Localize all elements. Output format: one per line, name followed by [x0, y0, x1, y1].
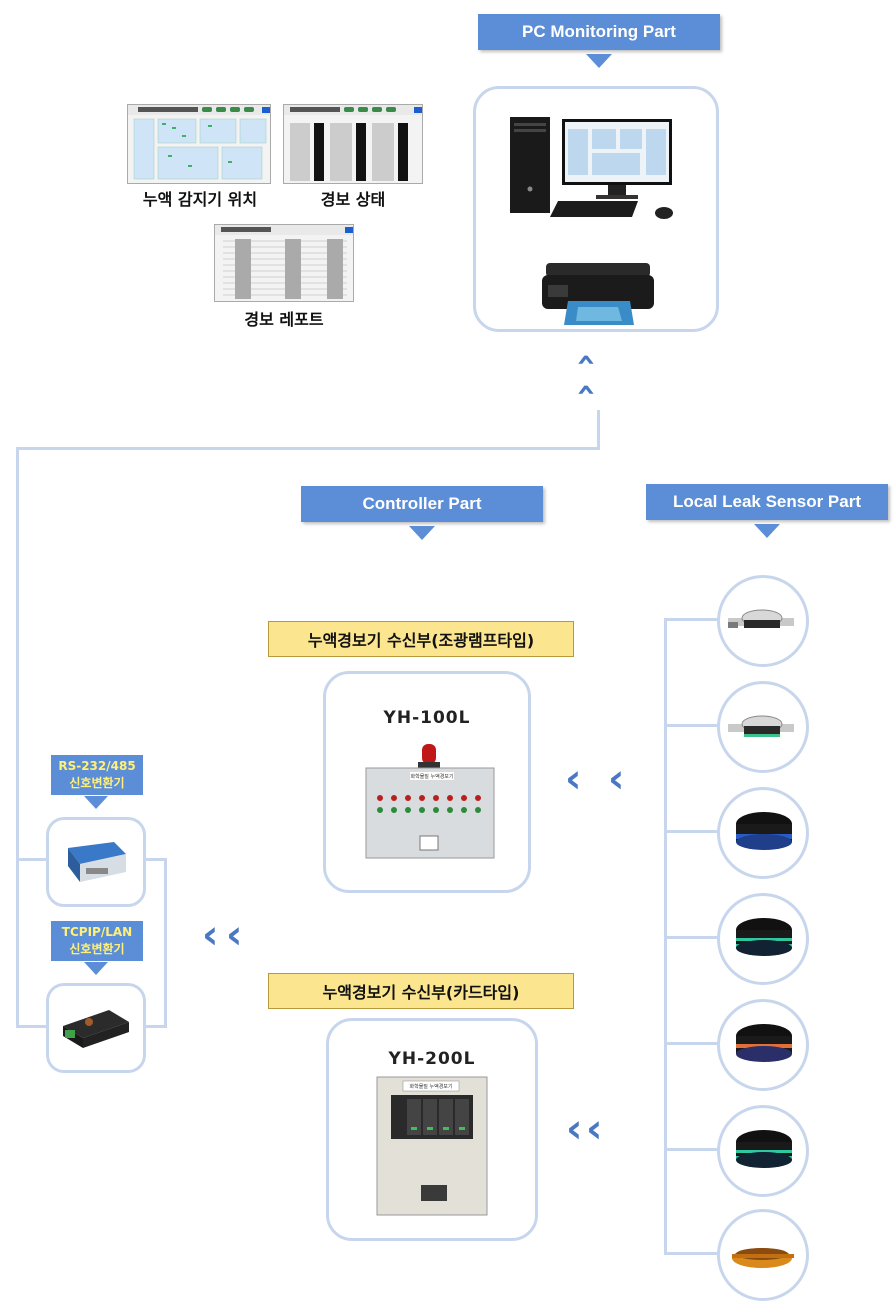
converter-1-label-line1: RS-232/485 — [58, 759, 136, 773]
receiver-1-label: 누액경보기 수신부(조광램프타입) — [268, 621, 574, 657]
sensor-7 — [717, 1209, 809, 1301]
receiver-2-label: 누액경보기 수신부(카드타입) — [268, 973, 574, 1009]
connector-line — [16, 447, 19, 1027]
chevron-up-icon: ‹ — [567, 352, 608, 368]
converter-2-label-line1: TCPIP/LAN — [61, 925, 133, 939]
flat-sensor-icon — [728, 715, 794, 737]
connector-line — [164, 858, 167, 1028]
alarm-status-caption: 경보 상태 — [320, 190, 386, 209]
sensor-bus-line — [664, 1252, 720, 1255]
sensor-bus-line — [664, 724, 720, 727]
pc-monitoring-part-banner: PC Monitoring Part — [478, 14, 720, 50]
alarm-report-caption: 경보 레포트 — [244, 310, 324, 329]
puck-sensor-icon — [736, 1024, 792, 1062]
receiver-1-box: YH-100L 화학물질 누액경보기 — [323, 671, 531, 893]
sensor-part-title: Local Leak Sensor Part — [672, 492, 862, 511]
converter-1-label: RS-232/485 신호변환기 — [51, 755, 143, 795]
sensor-bus-line — [664, 618, 720, 621]
connector-line — [145, 1025, 167, 1028]
banner-arrow-icon — [84, 796, 108, 809]
chevron-left-icon: ‹ — [586, 1106, 603, 1152]
card-type-panel-image: 화학물질 누액경보기 — [376, 1076, 488, 1216]
sensor-bus-line — [664, 936, 720, 939]
chevron-left-icon: ‹ — [565, 756, 582, 802]
chevron-left-icon: ‹ — [202, 912, 219, 958]
chevron-left-icon: ‹ — [608, 756, 625, 802]
leak-location-caption: 누액 감지기 위치 — [142, 190, 258, 209]
chevron-left-icon: ‹ — [566, 1106, 583, 1152]
converter-1-box — [46, 817, 146, 907]
sensor-part-banner: Local Leak Sensor Part — [646, 484, 888, 520]
alarm-report-screen — [214, 224, 354, 302]
receiver-1-model: YH-100L — [383, 708, 471, 728]
flat-sensor-icon — [728, 609, 794, 628]
banner-arrow-icon — [84, 962, 108, 975]
lan-converter-image — [63, 1010, 129, 1048]
puck-sensor-icon — [736, 1130, 792, 1168]
alarm-status-screen — [283, 104, 423, 184]
puck-sensor-icon — [736, 918, 792, 956]
sensor-3 — [717, 787, 809, 879]
converter-2-label-line2: 신호변환기 — [69, 942, 125, 956]
connector-line — [16, 858, 48, 861]
puck-sensor-icon — [736, 812, 792, 850]
sensor-2 — [717, 681, 809, 773]
tape-sensor-icon — [732, 1248, 794, 1268]
sensor-1 — [717, 575, 809, 667]
receiver-2-box: YH-200L 화학물질 누액경보기 — [326, 1018, 538, 1241]
pc-monitoring-part-title: PC Monitoring Part — [522, 22, 676, 41]
rs485-converter-image — [68, 842, 126, 882]
receiver-2-model: YH-200L — [388, 1049, 476, 1069]
connector-line — [16, 447, 600, 450]
sensor-4 — [717, 893, 809, 985]
sensor-bus-line — [664, 1042, 720, 1045]
chevron-up-icon: ‹ — [567, 382, 608, 398]
sensor-5 — [717, 999, 809, 1091]
banner-arrow-icon — [586, 54, 612, 68]
sensor-6 — [717, 1105, 809, 1197]
pc-equipment-box — [473, 86, 719, 332]
leak-location-screen — [127, 104, 271, 184]
connector-line — [145, 858, 167, 861]
sensor-bus-line — [664, 830, 720, 833]
connector-line — [16, 1025, 48, 1028]
controller-part-title: Controller Part — [362, 494, 482, 513]
controller-part-banner: Controller Part — [301, 486, 543, 522]
converter-2-label: TCPIP/LAN 신호변환기 — [51, 921, 143, 961]
banner-arrow-icon — [409, 526, 435, 540]
computer-icon — [510, 117, 673, 219]
lamp-type-panel-image: 화학물질 누액경보기 — [365, 744, 495, 859]
banner-arrow-icon — [754, 524, 780, 538]
receiver-2-panel-text: 화학물질 누액경보기 — [410, 1083, 453, 1090]
printer-icon — [542, 263, 654, 325]
receiver-1-panel-text: 화학물질 누액경보기 — [411, 773, 454, 780]
connector-line — [597, 410, 600, 450]
chevron-left-icon: ‹ — [226, 912, 243, 958]
converter-1-label-line2: 신호변환기 — [69, 776, 125, 790]
sensor-bus-line — [664, 1148, 720, 1151]
converter-2-box — [46, 983, 146, 1073]
